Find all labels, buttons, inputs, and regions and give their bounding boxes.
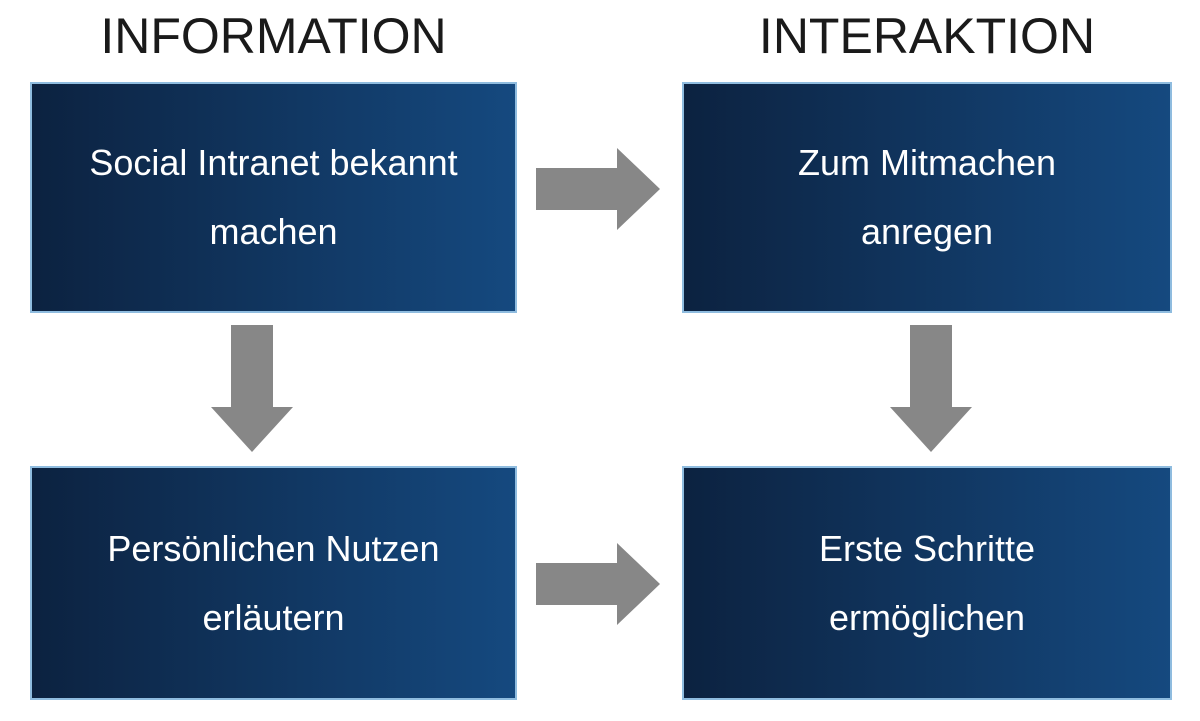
box-text-line: erläutern <box>202 596 345 638</box>
box-text-line: Zum Mitmachen <box>797 142 1057 183</box>
column-heading-information: INFORMATION <box>100 8 447 64</box>
box-text-line: machen <box>209 211 338 252</box>
column-heading-interaktion: INTERAKTION <box>758 8 1096 64</box>
box-social-intranet-bekannt-machen: Social Intranet bekannt machen <box>30 82 517 313</box>
arrow-down-icon <box>890 325 972 452</box>
box-text-line: anregen <box>860 211 994 252</box>
box-text-line: Persönlichen Nutzen <box>107 527 440 569</box>
box-persoenlichen-nutzen-erlaeutern: Persönlichen Nutzen erläutern <box>30 466 517 700</box>
arrow-down-icon <box>211 325 293 452</box>
arrow-right-icon <box>536 543 660 625</box>
box-zum-mitmachen-anregen: Zum Mitmachen anregen <box>682 82 1172 313</box>
box-erste-schritte-ermoeglichen: Erste Schritte ermöglichen <box>682 466 1172 700</box>
box-text-line: Erste Schritte <box>818 527 1036 569</box>
box-text-line: ermöglichen <box>828 596 1026 638</box>
box-text-line: Social Intranet bekannt <box>89 142 458 183</box>
arrow-right-icon <box>536 148 660 230</box>
